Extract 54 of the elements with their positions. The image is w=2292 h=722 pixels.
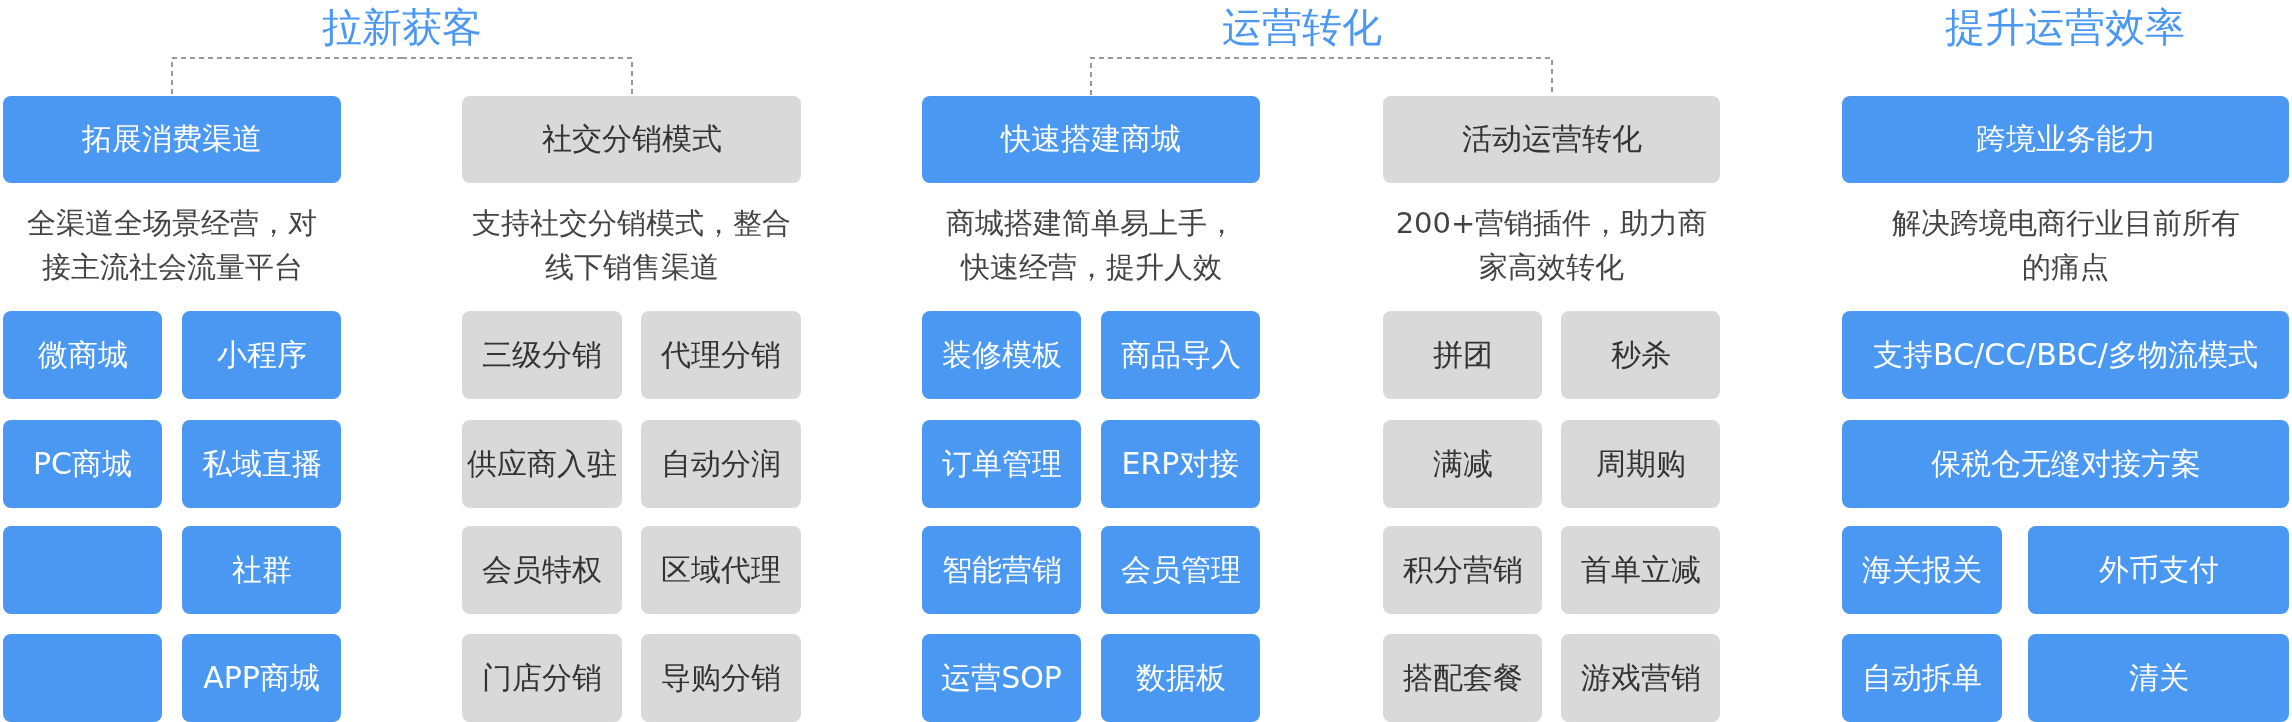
feature-box: 订单管理 <box>922 420 1081 508</box>
category-box: 拓展消费渠道 <box>3 96 341 183</box>
feature-box: 代理分销 <box>641 311 801 399</box>
category-box: 社交分销模式 <box>462 96 801 183</box>
section-title: 提升运营效率 <box>1945 3 2185 52</box>
feature-box: 清关 <box>2028 634 2289 722</box>
feature-box: 门店分销 <box>462 634 622 722</box>
feature-box: 拼团 <box>1383 311 1542 399</box>
category-box: 活动运营转化 <box>1383 96 1720 183</box>
feature-box: 商品导入 <box>1101 311 1260 399</box>
feature-box: 保税仓无缝对接方案 <box>1842 420 2289 508</box>
feature-box: 数据板 <box>1101 634 1260 722</box>
description-text: 商城搭建简单易上手，快速经营，提升人效 <box>945 205 1237 286</box>
bracket-line <box>171 57 403 97</box>
feature-box: 供应商入驻 <box>462 420 622 508</box>
feature-box: 运营SOP <box>922 634 1081 722</box>
section-title: 运营转化 <box>1182 0 1422 58</box>
bracket-line <box>1090 57 1303 97</box>
feature-box: 区域代理 <box>641 526 801 614</box>
feature-box: 积分营销 <box>1383 526 1542 614</box>
category-box: 跨境业务能力 <box>1842 96 2289 183</box>
feature-box: 外币支付 <box>2028 526 2289 614</box>
feature-box: 游戏营销 <box>1561 634 1720 722</box>
feature-box: 社群 <box>182 526 341 614</box>
feature-box: APP商城 <box>182 634 341 722</box>
feature-box: ERP对接 <box>1101 420 1260 508</box>
feature-box: PC商城 <box>3 420 162 508</box>
feature-box: 秒杀 <box>1561 311 1720 399</box>
feature-box: 会员特权 <box>462 526 622 614</box>
feature-box: 小程序 <box>182 311 341 399</box>
feature-box: 满减 <box>1383 420 1542 508</box>
feature-box: 海关报关 <box>1842 526 2002 614</box>
feature-box: 微商城 <box>3 311 162 399</box>
feature-box: 支持BC/CC/BBC/多物流模式 <box>1842 311 2289 399</box>
feature-box: 三级分销 <box>462 311 622 399</box>
feature-box: 私域直播 <box>182 420 341 508</box>
feature-box: 导购分销 <box>641 634 801 722</box>
feature-box <box>3 634 162 722</box>
feature-box: 智能营销 <box>922 526 1081 614</box>
feature-box: 装修模板 <box>922 311 1081 399</box>
feature-box: 会员管理 <box>1101 526 1260 614</box>
description-text: 200+营销插件，助力商家高效转化 <box>1394 205 1709 286</box>
feature-box: 自动拆单 <box>1842 634 2002 722</box>
description-text: 解决跨境电商行业目前所有的痛点 <box>1890 205 2241 286</box>
bracket-line <box>401 57 633 97</box>
description-text: 全渠道全场景经营，对接主流社会流量平台 <box>26 205 318 286</box>
feature-box: 周期购 <box>1561 420 1720 508</box>
section-title: 拉新获客 <box>282 0 522 58</box>
category-box: 快速搭建商城 <box>922 96 1260 183</box>
feature-box: 首单立减 <box>1561 526 1720 614</box>
feature-box <box>3 526 162 614</box>
feature-box: 自动分润 <box>641 420 801 508</box>
description-text: 支持社交分销模式，整合线下销售渠道 <box>472 205 791 286</box>
feature-box: 搭配套餐 <box>1383 634 1542 722</box>
